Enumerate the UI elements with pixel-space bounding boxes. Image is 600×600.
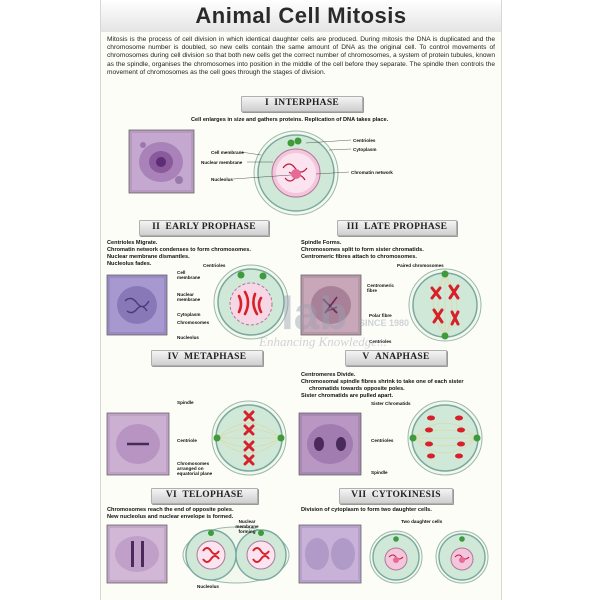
telophase-micrograph xyxy=(106,524,168,584)
late-prophase-label-polar-fibre: Polar fibre xyxy=(369,313,392,318)
metaphase-micrograph xyxy=(106,412,170,476)
anaphase-desc-line: Chromosomal spindle fibres shrink to tak… xyxy=(301,379,464,385)
late-prophase-micrograph xyxy=(300,274,362,336)
cytokinesis-numeral: VII xyxy=(351,490,367,500)
telophase-desc-line: New nucleolus and nuclear envelope is fo… xyxy=(107,514,234,520)
interphase-label-cytoplasm: Cytoplasm xyxy=(353,147,377,152)
telophase-numeral: VI xyxy=(165,490,178,500)
interphase-numeral: I xyxy=(264,98,269,108)
late-prophase-cell-diagram xyxy=(408,268,482,342)
cytokinesis-label-two-daughter-cells: Two daughter cells xyxy=(401,519,443,524)
intro-paragraph: Mitosis is the process of cell division … xyxy=(107,36,495,76)
banner-anaphase: V ANAPHASE xyxy=(345,350,447,366)
interphase-label-centrioles: Centrioles xyxy=(353,138,376,143)
anaphase-numeral: V xyxy=(362,352,370,362)
interphase-label-nucleolus: Nucleolus xyxy=(211,177,233,182)
banner-late-prophase: III LATE PROPHASE xyxy=(337,220,457,236)
metaphase-label-chromosomes-equatorial: Chromosomes arranged on equatorial plane xyxy=(177,461,213,477)
anaphase-desc-line: chromatids towards opposite poles. xyxy=(309,386,405,392)
anaphase-title: ANAPHASE xyxy=(374,352,430,362)
banner-interphase: I INTERPHASE xyxy=(241,96,363,112)
telophase-title: TELOPHASE xyxy=(182,490,244,500)
anaphase-desc-line: Centromeres Divide. xyxy=(301,372,356,378)
telophase-cell-diagram xyxy=(182,526,290,584)
late-prophase-title: LATE PROPHASE xyxy=(364,222,448,232)
anaphase-label-centrioles: Centrioles xyxy=(371,438,394,443)
anaphase-micrograph xyxy=(298,412,362,476)
early-prophase-title: EARLY PROPHASE xyxy=(165,222,256,232)
metaphase-label-spindle: Spindle xyxy=(177,400,194,405)
early-prophase-micrograph xyxy=(106,274,168,336)
banner-early-prophase: II EARLY PROPHASE xyxy=(139,220,269,236)
early-prophase-label-cell-membrane: Cell membrane xyxy=(177,270,201,281)
interphase-label-cell-membrane: Cell membrane xyxy=(211,150,244,155)
cytokinesis-micrograph xyxy=(298,524,362,584)
watermark-since: SINCE 1980 xyxy=(359,318,410,328)
late-prophase-numeral: III xyxy=(346,222,359,232)
watermark-slogan: Enhancing Knowledge... xyxy=(259,334,387,349)
early-prophase-description: Centrioles Migrate. Chromatin network co… xyxy=(107,240,287,268)
cytokinesis-description: Division of cytoplasm to form two daught… xyxy=(301,507,432,513)
late-prophase-label-centrioles: Centrioles xyxy=(369,339,392,344)
telophase-description: Chromosomes reach the end of opposite po… xyxy=(107,507,287,521)
early-prophase-label-chromosomes: Chromosomes xyxy=(177,320,210,325)
late-prophase-desc-line: Centromeric fibres attach to chromosomes… xyxy=(301,254,417,260)
anaphase-description: Centromeres Divide. Chromosomal spindle … xyxy=(301,372,499,400)
early-prophase-numeral: II xyxy=(152,222,161,232)
early-prophase-desc-line: Nuclear membrane dismantles. xyxy=(107,254,190,260)
interphase-description: Cell enlarges in size and gathers protei… xyxy=(191,117,389,123)
mitosis-chart-poster: Animal Cell Mitosis Mitosis is the proce… xyxy=(100,0,502,600)
telophase-label-nuclear-membrane-forming: Nuclear membrane forming xyxy=(235,519,259,535)
anaphase-label-sister-chromatids: Sister Chromatids xyxy=(371,401,411,406)
metaphase-label-centriole: Centriole xyxy=(177,438,197,443)
interphase-leader-lines xyxy=(232,139,352,180)
metaphase-numeral: IV xyxy=(167,352,179,362)
interphase-label-nuclear-membrane: Nuclear membrane xyxy=(201,160,243,165)
interphase-micrograph xyxy=(128,129,195,194)
late-prophase-desc-line: Chromosomes split to form sister chromat… xyxy=(301,247,424,253)
late-prophase-description: Spindle Forms. Chromosomes split to form… xyxy=(301,240,496,261)
early-prophase-label-nucleolus: Nucleolus xyxy=(177,335,199,340)
watermark-logo: lab xyxy=(281,287,348,339)
anaphase-label-spindle: Spindle xyxy=(371,470,388,475)
banner-cytokinesis: VII CYTOKINESIS xyxy=(339,488,453,504)
early-prophase-desc-line: Nucleolus fades. xyxy=(107,261,152,267)
cytokinesis-cell-diagram xyxy=(369,530,489,584)
poster-title: Animal Cell Mitosis xyxy=(195,3,407,28)
metaphase-cell-diagram xyxy=(211,400,287,476)
early-prophase-cell-diagram xyxy=(213,264,289,340)
banner-metaphase: IV METAPHASE xyxy=(151,350,263,366)
early-prophase-label-nuclear-membrane: Nuclear membrane xyxy=(177,292,201,303)
title-band: Animal Cell Mitosis xyxy=(101,0,501,32)
late-prophase-desc-line: Spindle Forms. xyxy=(301,240,342,246)
anaphase-cell-diagram xyxy=(407,400,483,476)
early-prophase-label-cytoplasm: Cytoplasm xyxy=(177,312,201,317)
interphase-label-chromatin-network: Chromatin network xyxy=(351,170,393,175)
early-prophase-label-centrioles: Centrioles xyxy=(203,263,226,268)
metaphase-title: METAPHASE xyxy=(184,352,247,362)
banner-telophase: VI TELOPHASE xyxy=(151,488,258,504)
early-prophase-desc-line: Centrioles Migrate. xyxy=(107,240,158,246)
interphase-title: INTERPHASE xyxy=(274,98,340,108)
early-prophase-desc-line: Chromatin network condenses to form chro… xyxy=(107,247,251,253)
late-prophase-label-paired-chromosomes: Paired chromosomes xyxy=(397,263,444,268)
anaphase-desc-line: Sister chromatids are pulled apart. xyxy=(301,393,394,399)
telophase-label-nucleolus: Nucleolus xyxy=(197,584,219,589)
interphase-cell-diagram xyxy=(253,130,339,216)
cytokinesis-title: CYTOKINESIS xyxy=(371,490,441,500)
late-prophase-label-centromeric-fibre: Centromeric fibre xyxy=(367,283,395,294)
telophase-desc-line: Chromosomes reach the end of opposite po… xyxy=(107,507,234,513)
